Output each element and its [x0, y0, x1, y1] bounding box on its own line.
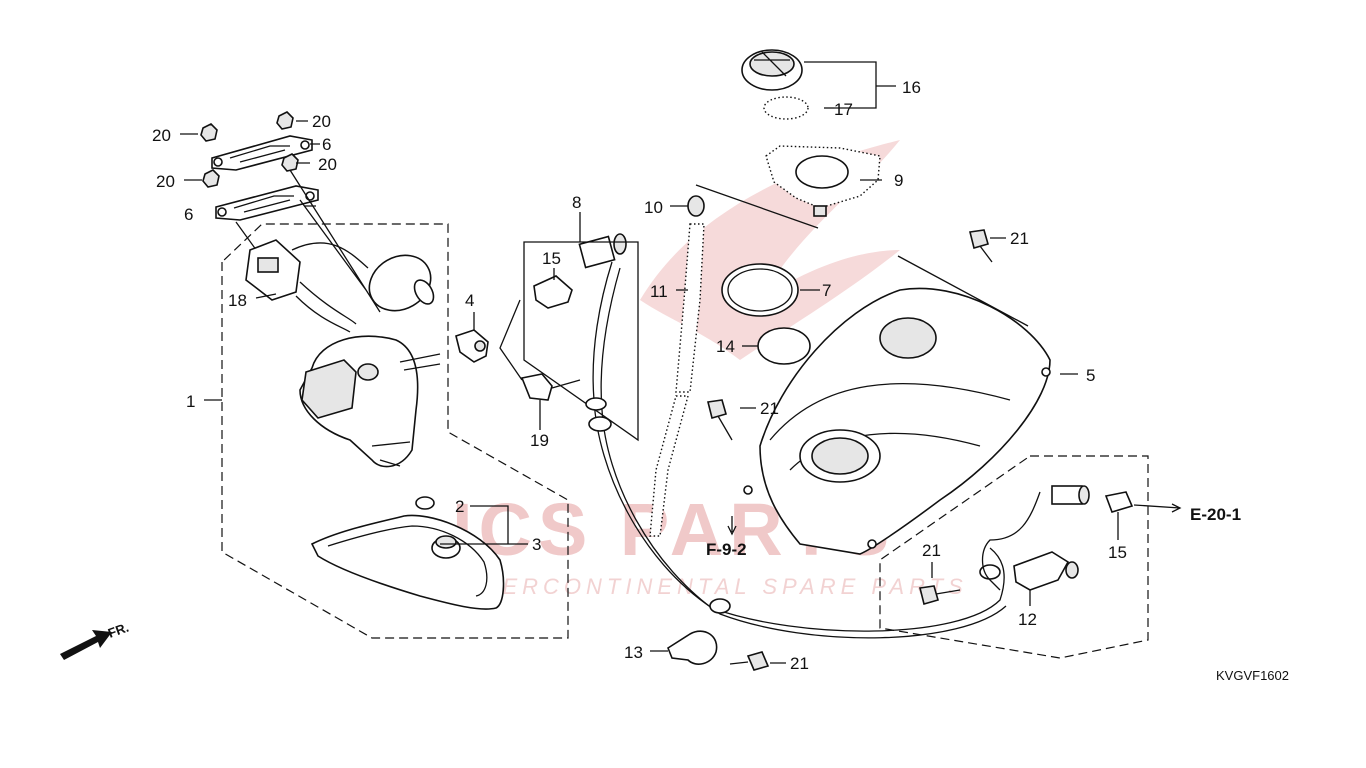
- bolt-21-group: [707, 229, 993, 671]
- fuel-cap: [741, 49, 803, 91]
- watermark-tagline: INTERCONTINENTAL SPARE PARTS: [452, 574, 968, 599]
- callout-16: 16: [902, 78, 921, 97]
- callout-4: 4: [465, 291, 474, 310]
- drain-group-frame: [879, 455, 1149, 659]
- fuel-tank: [743, 287, 1051, 555]
- callout-10: 10: [644, 198, 663, 217]
- callout-3: 3: [532, 535, 541, 554]
- callout-1: 1: [186, 392, 195, 411]
- callout-18: 18: [228, 291, 247, 310]
- callout-15-right: 15: [1108, 543, 1127, 562]
- callout-5: 5: [1086, 366, 1095, 385]
- nut-20-group: [200, 111, 299, 188]
- front-direction-arrow: FR.: [60, 620, 131, 660]
- callout-21-c: 21: [922, 541, 941, 560]
- ref-e20[interactable]: E-20-1: [1190, 505, 1241, 524]
- callout-9: 9: [894, 171, 903, 190]
- callout-11: 11: [650, 282, 668, 301]
- callout-6-upper: 6: [322, 135, 331, 154]
- callout-7: 7: [822, 281, 831, 300]
- callout-21-b: 21: [760, 399, 779, 418]
- ref-f9[interactable]: F-9-2: [706, 540, 747, 559]
- leader-lines: [180, 107, 1119, 664]
- hose-clamp: [667, 630, 718, 665]
- direction-label: FR.: [106, 620, 131, 641]
- diagram-code: KVGVF1602: [1216, 668, 1289, 683]
- callout-8: 8: [572, 193, 581, 212]
- callout-20-a: 20: [152, 126, 171, 145]
- o-ring-14: [757, 327, 811, 365]
- callout-20-b: 20: [312, 112, 331, 131]
- fuel-strainer: [310, 496, 505, 610]
- fuel-pump-unit: [245, 239, 441, 468]
- callout-20-d: 20: [156, 172, 175, 191]
- callout-6-lower: 6: [184, 205, 193, 224]
- frame-8: [523, 241, 639, 442]
- callout-14: 14: [716, 337, 735, 356]
- fuel-hose: [649, 195, 705, 537]
- connector-parts: [455, 233, 627, 401]
- filler-tray: [765, 145, 881, 217]
- setting-plate-upper: [211, 135, 313, 171]
- callout-12: 12: [1018, 610, 1037, 629]
- callout-17: 17: [834, 100, 853, 119]
- callout-15-left: 15: [542, 249, 561, 268]
- callout-21-d: 21: [790, 654, 809, 673]
- drain-connector: [981, 485, 1134, 591]
- callout-2: 2: [455, 497, 464, 516]
- callout-19: 19: [530, 431, 549, 450]
- cap-packing: [763, 96, 809, 120]
- callout-13: 13: [624, 643, 643, 662]
- callout-21-a: 21: [1010, 229, 1029, 248]
- packing-7: [721, 263, 799, 317]
- callout-20-c: 20: [318, 155, 337, 174]
